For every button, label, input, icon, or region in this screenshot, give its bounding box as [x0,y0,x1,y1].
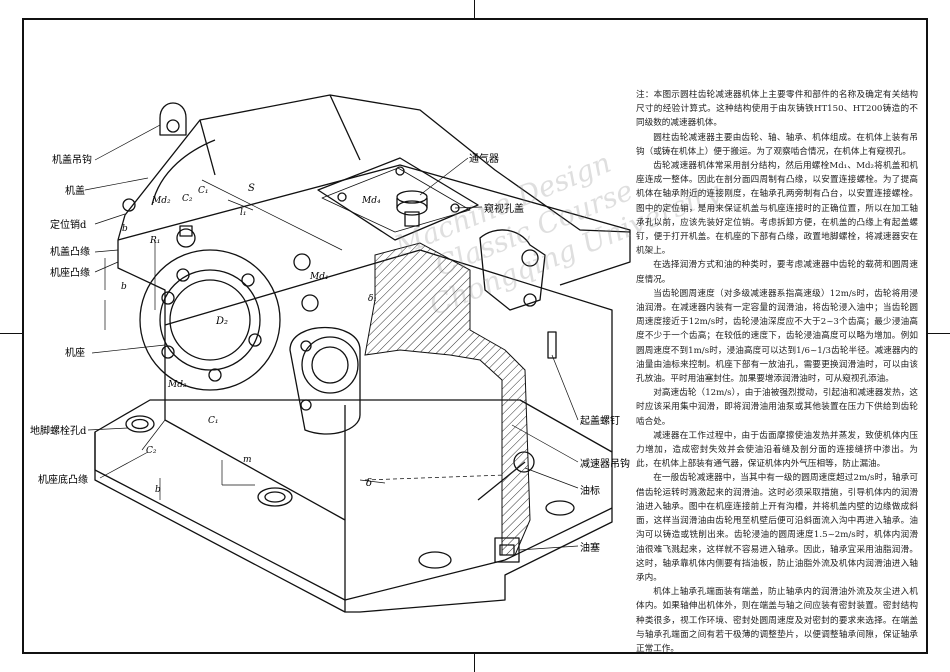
note-paragraph: 注：本图示圆柱齿轮减速器机体上主要零件和部件的名称及确定有关结构尺寸的经验计算式… [636,90,918,129]
dim-delta1: δ₁ [368,294,378,304]
notes-panel: 注：本图示圆柱齿轮减速器机体上主要零件和部件的名称及确定有关结构尺寸的经验计算式… [636,88,918,656]
dim-c2-base: C₂ [146,446,157,456]
drawing-frame [22,18,928,654]
section-hatch [364,242,531,556]
dim-md4: Md₄ [362,196,381,206]
dim-delta: δ [366,478,373,489]
housing-outline [94,94,631,613]
note-paragraph: 齿轮减速器机体常采用剖分结构，然后用螺栓Md₁、Md₂将机盖和机座连成一整体。因… [636,161,918,257]
dim-b-base-side: b [121,282,127,292]
dim-c1: C₁ [198,186,209,196]
registration-mark-left [0,333,22,334]
oil-level-line [364,474,506,481]
registration-mark-right [928,333,950,334]
note-paragraph: 在一般齿轮减速器中，当其中有一级的圆周速度超过2m/s时，轴承可借齿轮运转时溅激… [636,473,918,583]
label-base: 机座 [65,348,85,359]
label-dipstick: 油标 [580,486,600,497]
dim-b-bottom: b [155,485,161,495]
dim-d2: D₂ [216,316,229,327]
dim-md3: Md₃ [168,380,187,390]
registration-mark-bottom [474,654,475,672]
label-base-hook: 减速器吊钩 [580,459,630,470]
dim-b-flange: b [122,224,128,234]
note-paragraph: 当齿轮圆周速度（对多级减速器系指高速级）12m/s时，齿轮将用浸油润滑。在减速器… [636,288,918,385]
note-paragraph: 对高速齿轮（12m/s），由于油被强烈搅动，引起油和减速器发热，这时应该采用集中… [636,388,918,427]
dim-m: m [243,455,252,465]
dim-c2: C₂ [182,194,193,204]
dim-md1: Md₁ [310,272,329,282]
leader-lines [84,124,579,551]
note-paragraph: 减速器在工作过程中，由于齿面摩擦使油发热并蒸发，致使机体内压力增加，造成密封失效… [636,430,918,470]
dim-c1-base: C₁ [208,416,219,426]
dim-r1: R₁ [150,236,161,246]
registration-mark-top [474,0,475,18]
note-paragraph: 圆柱齿轮减速器主要由齿轮、轴、轴承、机体组成。在机体上装有吊钩（或铸在机体上）便… [636,132,918,157]
dim-l1: l₁ [240,208,247,218]
note-paragraph: 在选择润滑方式和油的种类时，要考虑减速器中齿轮的载荷和圆周速度情况。 [636,260,918,285]
label-cover-flange: 机盖凸缘 [50,247,90,258]
label-cover-hook: 机盖吊钩 [52,155,92,166]
label-dowel-pin: 定位销d [50,220,87,231]
label-drain-plug: 油塞 [580,543,600,554]
label-jack-screw: 起盖螺钉 [580,416,620,427]
label-breather: 通气器 [469,154,499,165]
label-base-bottom-flange: 机座底凸缘 [38,475,88,486]
dim-s: S [248,183,255,194]
label-cover: 机盖 [65,186,85,197]
note-paragraph: 机体上轴承孔端面装有端盖，防止轴承内的润滑油外流及灰尘进入机体内。如果轴伸出机体… [636,587,918,654]
label-base-flange: 机座凸缘 [50,268,90,279]
label-inspection-cover: 窥视孔盖 [484,204,524,215]
label-anchor-bolt-hole: 地脚螺栓孔d [30,426,87,437]
dim-md2: Md₂ [152,196,171,206]
